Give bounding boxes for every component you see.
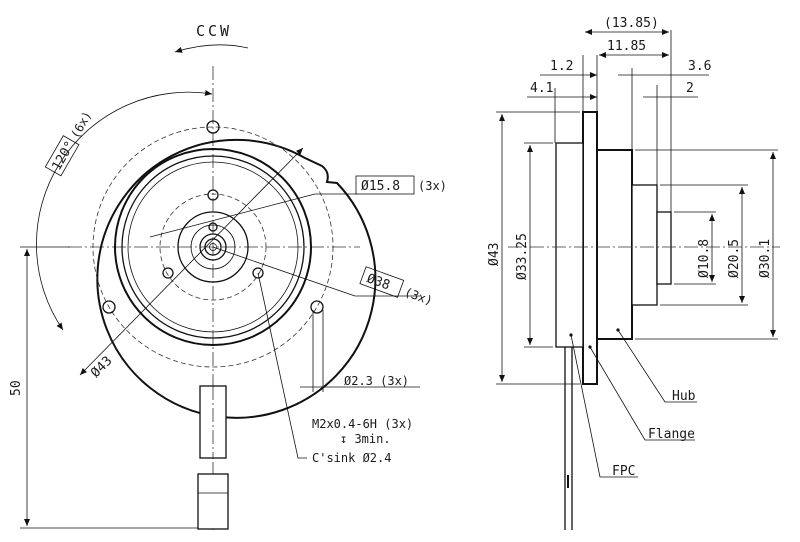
thread-leader [257, 272, 307, 459]
angle-arc [36, 89, 213, 331]
inner-hole-left [162, 267, 174, 279]
fpc-callout-leader [570, 334, 638, 478]
angle-box [44, 135, 80, 177]
hub-callout-dot [616, 328, 620, 332]
pcd-small-box [355, 175, 415, 195]
pcd-large-box [359, 266, 405, 298]
pcd-small-label: Ø15.8 [361, 179, 400, 194]
rotor-face [555, 142, 584, 348]
ccw-arrow [174, 44, 249, 53]
thread-line3: C'sink Ø2.4 [312, 451, 391, 465]
height-label: 50 [9, 380, 24, 396]
outer-diameter-label: Ø43 [88, 354, 115, 381]
dim-total-label: (13.85) [604, 16, 659, 31]
fpc-ribbon [564, 347, 573, 530]
angle-label: 120° [49, 139, 78, 174]
rotor-step [631, 184, 658, 306]
angle-count: (6x) [68, 109, 95, 141]
pcd-large-count: (3x) [403, 285, 435, 308]
fpc-callout-dot [569, 333, 573, 337]
pcd-small-leader [149, 193, 316, 238]
dia205-label: Ø20.5 [727, 239, 742, 278]
dim-36-label: 3.6 [688, 59, 711, 74]
thread-line1: M2x0.4-6H (3x) [312, 417, 413, 431]
dim-1185-label: 11.85 [607, 39, 646, 54]
flange-callout-dot [588, 345, 592, 349]
front-view: CCW 120° (6x) [9, 22, 447, 530]
dia301-label: Ø30.1 [758, 239, 773, 278]
flange-callout-leader [589, 346, 695, 441]
outer-hole-top [206, 120, 220, 134]
outer-hole-right [310, 300, 324, 314]
pcd-large-leader [212, 246, 356, 297]
flange-callout-label: Flange [648, 427, 695, 442]
hub-callout-label: Hub [672, 389, 696, 404]
fpc-callout-label: FPC [612, 464, 635, 479]
ccw-label: CCW [196, 22, 232, 40]
side-view: (13.85) 11.85 1.2 3.6 4.1 2 Ø43 Ø33.25 [487, 16, 780, 530]
dim-12-label: 1.2 [550, 59, 573, 74]
dim-41-label: 4.1 [530, 81, 553, 96]
dia43-label: Ø43 [487, 243, 502, 266]
fpc-cable-lower [197, 473, 229, 530]
pcd-small-count: (3x) [418, 179, 447, 193]
dia108-label: Ø10.8 [697, 239, 712, 278]
thread-line2: ↧ 3min. [340, 432, 391, 446]
hole-label: Ø2.3 (3x) [344, 374, 409, 388]
hub-body [596, 149, 633, 340]
outer-diameter-leader [79, 147, 304, 376]
flange-plate [582, 111, 598, 385]
shaft-boss [656, 211, 672, 285]
hub-callout-leader [617, 329, 697, 403]
dim-2-label: 2 [686, 81, 694, 96]
dia3325-label: Ø33.25 [515, 233, 530, 280]
